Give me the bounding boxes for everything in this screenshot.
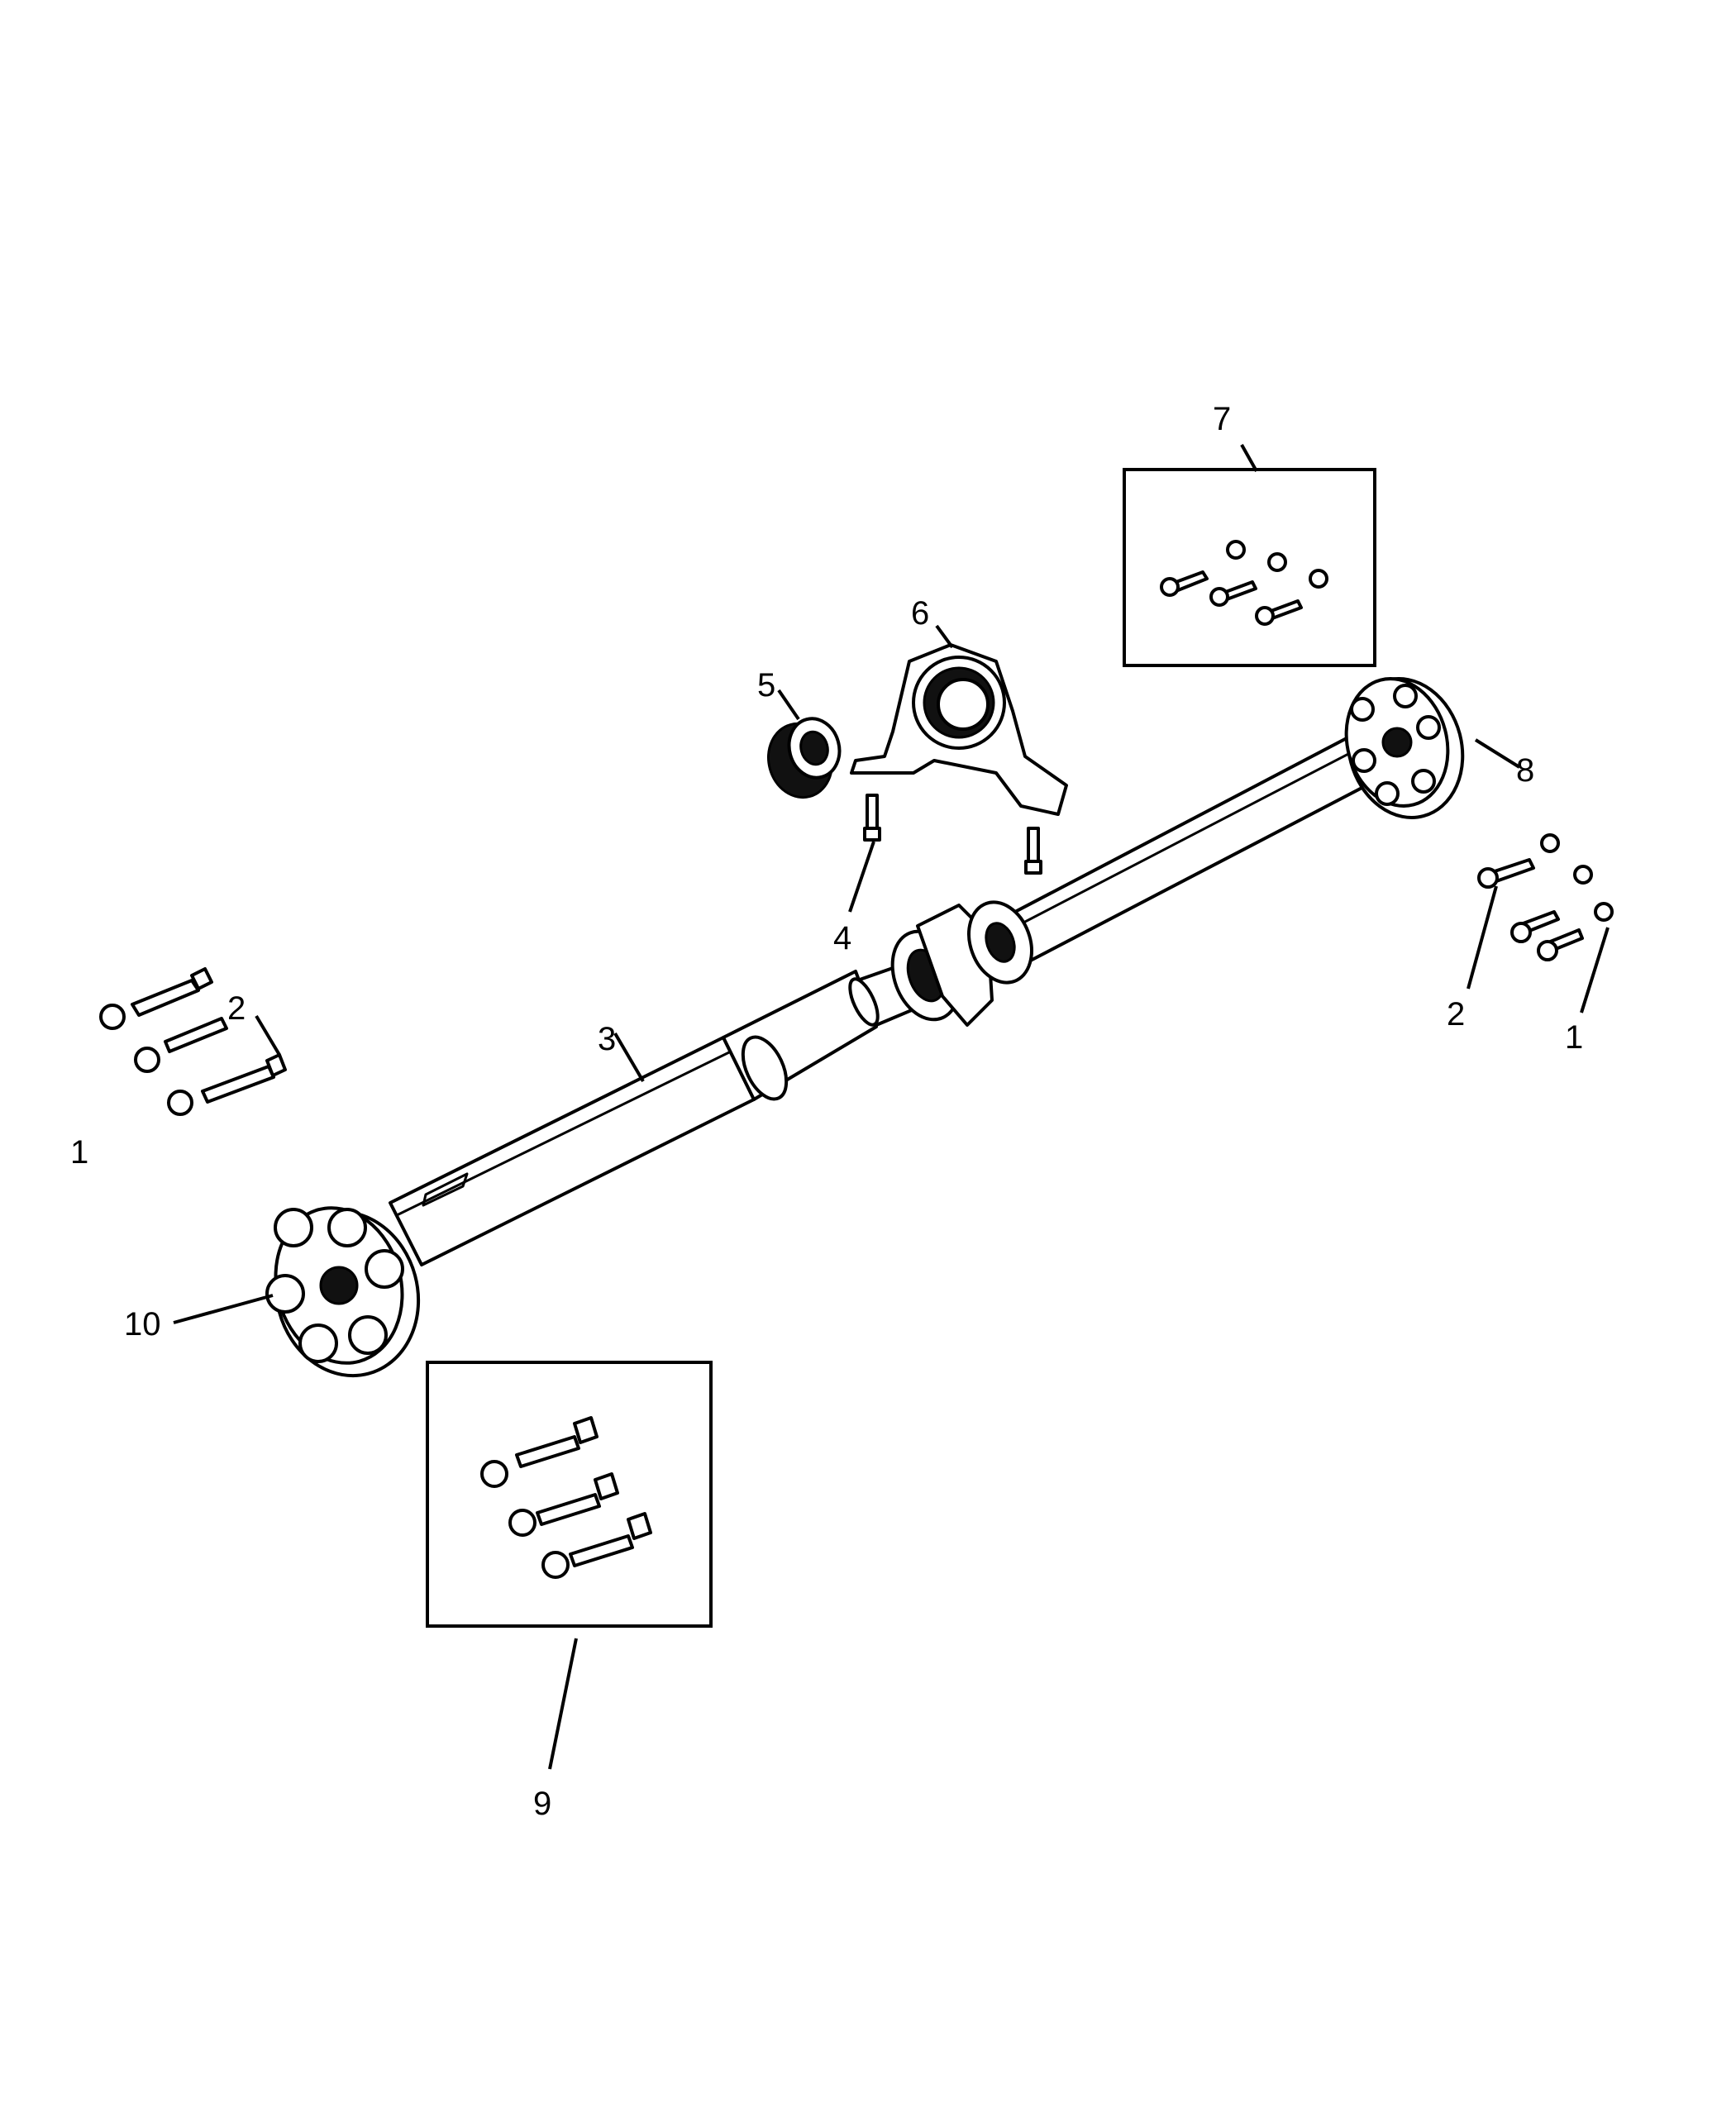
left-fastener-set [99,967,287,1116]
callout-8: 8 [1516,752,1534,789]
callout-9: 9 [533,1786,551,1822]
callout-5: 5 [757,667,775,703]
front-fastener-kit-box [426,1361,713,1628]
callout-2-left: 2 [227,990,246,1027]
callout-7: 7 [1213,401,1231,437]
callout-1-right: 1 [1565,1019,1583,1056]
center-universal-joint [890,900,1033,1027]
bracket-bolts [863,794,1042,875]
rear-flex-coupling [1344,677,1465,819]
center-bearing-insulator [766,717,842,799]
leader-lines [173,444,1610,1770]
callout-4: 4 [833,920,851,956]
callout-6: 6 [911,595,929,632]
rear-shaft-tube [994,727,1392,967]
callout-10: 10 [124,1306,161,1343]
front-shaft-tube [389,949,956,1266]
center-bearing-bracket [850,643,1068,816]
callout-2-right: 2 [1447,996,1465,1033]
callout-3: 3 [598,1021,616,1057]
front-flex-coupling [265,1206,421,1378]
rear-fastener-kit-box [1123,468,1376,667]
right-fastener-set [1477,833,1614,961]
callout-1-left: 1 [70,1134,88,1171]
